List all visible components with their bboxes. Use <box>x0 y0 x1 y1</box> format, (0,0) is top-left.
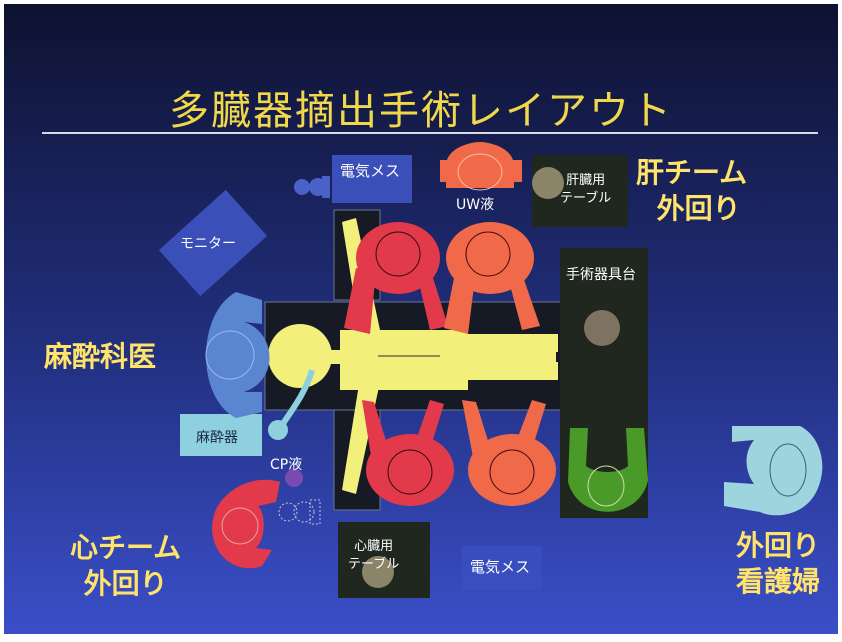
circulating-nurse-line1: 外回り <box>736 529 821 562</box>
heart-team-label: 心チーム 外回り <box>70 530 181 602</box>
surgeon-bottom-left <box>362 400 454 506</box>
heart-table-line2: テーブル <box>348 557 400 572</box>
surgeon-top-right <box>444 222 540 334</box>
surgeon-liver-side <box>440 142 522 191</box>
scrub-nurse <box>568 428 648 512</box>
liver-table-line1: 肝臓用 <box>566 173 606 188</box>
esu-bottom-box <box>462 546 542 590</box>
esu-bottom-label: 電気メス <box>470 558 531 576</box>
anesthesia-tube-end <box>268 420 288 440</box>
uw-solution-label: UW液 <box>456 197 495 213</box>
anesthesiologist-label: 麻酔科医 <box>44 340 157 373</box>
liver-team-label: 肝チーム 外回り <box>636 155 747 227</box>
circulating-nurse-line2: 看護婦 <box>736 565 821 598</box>
circulating-nurse <box>724 426 823 516</box>
instrument-table-person <box>584 310 620 346</box>
circulating-nurse-label: 外回り 看護婦 <box>736 528 820 600</box>
anesthesia-machine-box <box>180 414 262 456</box>
surgeon-bottom-right <box>462 400 556 506</box>
slide-title: 多臓器摘出手術レイアウト <box>169 88 673 134</box>
heart-team-line2: 外回り <box>83 567 168 600</box>
esu-top-label: 電気メス <box>340 162 401 180</box>
esu-canisters <box>294 176 330 198</box>
anesthesiologist-figure <box>205 292 270 418</box>
liver-table-person <box>532 167 564 199</box>
liver-table-label: 肝臓用 テーブル <box>560 172 611 208</box>
anesthesia-machine-label: 麻酔器 <box>196 430 238 446</box>
surgeon-top-left <box>344 222 448 334</box>
heart-team-circulator <box>212 479 280 569</box>
cp-solution-bottle <box>285 469 303 487</box>
instrument-table-label: 手術器具台 <box>566 267 636 283</box>
heart-table-person <box>362 556 394 588</box>
heart-table-line1: 心臓用 <box>354 539 394 554</box>
heart-table-label: 心臓用 テーブル <box>348 538 399 574</box>
liver-team-line2: 外回り <box>656 192 741 225</box>
monitor-label: モニター <box>180 236 236 252</box>
monitor-box <box>158 189 268 297</box>
cp-solution-label: CP液 <box>270 457 303 473</box>
liver-team-line1: 肝チーム <box>636 156 748 189</box>
liver-table-line2: テーブル <box>560 191 612 206</box>
esu-top-box <box>332 155 412 203</box>
heart-team-line1: 心チーム <box>70 531 182 564</box>
cp-canisters <box>278 499 321 525</box>
